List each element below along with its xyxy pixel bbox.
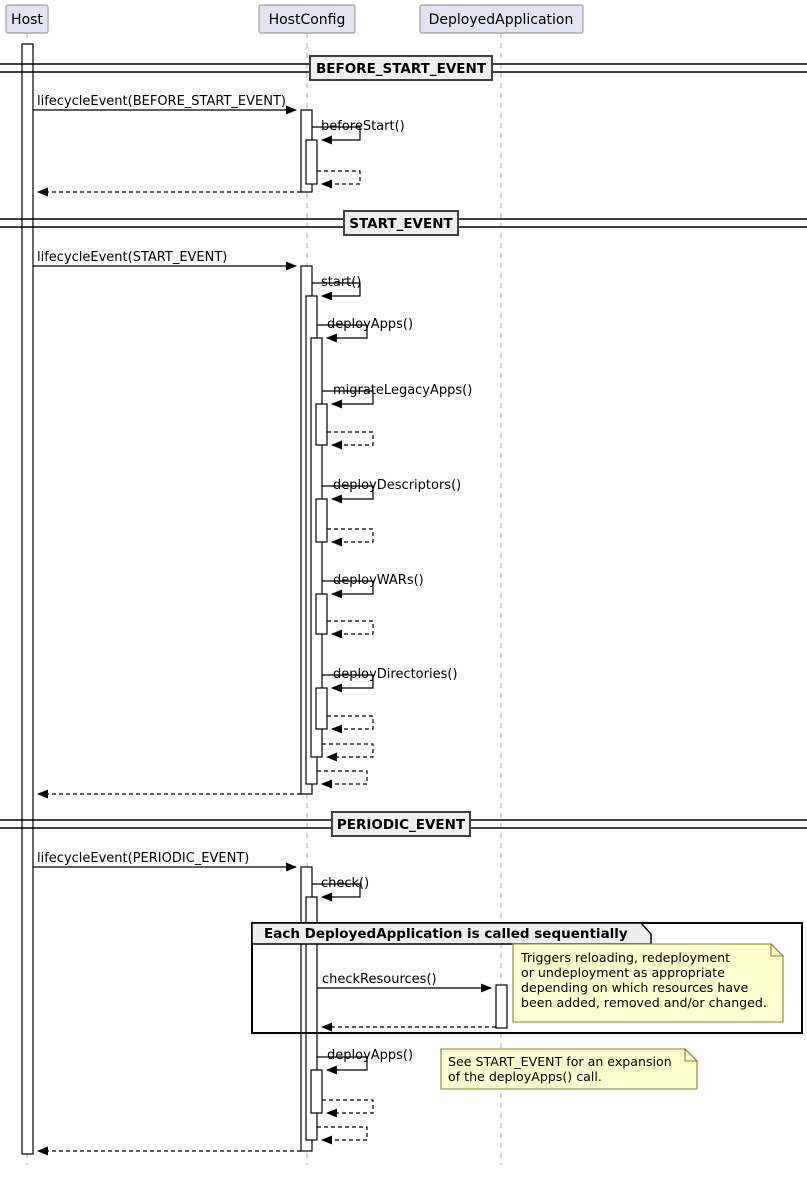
message-label-m23: deployApps() — [327, 1048, 413, 1063]
message-label-m2: beforeStart() — [321, 119, 405, 134]
message-lifecycleevent-before-start-event: lifecycleEvent(BEFORE_START_EVENT) — [33, 94, 297, 115]
message-migratelegacyapps-return — [327, 431, 374, 450]
note-deployapps: See START_EVENT for an expansion of the … — [440, 1047, 699, 1090]
participant-host[interactable]: Host — [5, 4, 49, 34]
message-label-m7: deployApps() — [327, 317, 413, 332]
note-line-1-2: depending on which resources have — [521, 980, 749, 995]
note-body-1 — [512, 943, 784, 1023]
message-check-return — [317, 1126, 368, 1145]
note-line-2-1: of the deployApps() call. — [448, 1069, 602, 1084]
message-label-m10: deployDescriptors() — [333, 478, 461, 493]
divider-label-periodic-event: PERIODIC_EVENT — [337, 817, 466, 833]
participant-box-hostconfig[interactable] — [258, 4, 356, 34]
message-checkresources: checkResources() — [317, 972, 492, 993]
activation-hostconfig-check — [305, 896, 318, 1141]
message-label-m8: migrateLegacyApps() — [333, 383, 472, 398]
divider-label-before-start-event: BEFORE_START_EVENT — [316, 61, 487, 77]
note-line-1-3: been added, removed and/or changed. — [521, 995, 767, 1010]
message-migratelegacyapps: migrateLegacyApps() — [322, 383, 472, 409]
group-each-deployedapplication: Each DeployedApplication is called seque… — [251, 922, 803, 1034]
message-label-m5: lifecycleEvent(START_EVENT) — [37, 250, 227, 265]
activation-deployapps-periodic — [310, 1069, 323, 1114]
message-label-m14: deployDirectories() — [333, 667, 458, 682]
message-label-m6: start() — [321, 275, 361, 290]
message-lifecycleevent-periodic-event: lifecycleEvent(PERIODIC_EVENT) — [33, 851, 297, 872]
message-deployapps-return-start — [322, 743, 374, 762]
group-frame-label: Each DeployedApplication is called seque… — [264, 926, 628, 942]
divider-box-start-event — [343, 210, 459, 236]
divider-box-before-start-event — [309, 55, 493, 81]
group-frame-tab — [251, 922, 652, 945]
message-beforestart-return — [317, 170, 361, 189]
divider-periodic-event: PERIODIC_EVENT — [0, 811, 807, 837]
participant-label-deployedapplication: DeployedApplication — [429, 12, 574, 28]
message-label-m21: checkResources() — [322, 972, 437, 987]
note-line-1-1: or undeployment as appropriate — [521, 965, 725, 980]
note-checkresources: Triggers reloading, redeployment or unde… — [512, 942, 785, 1023]
divider-label-start-event: START_EVENT — [349, 216, 453, 232]
message-label-m19: lifecycleEvent(PERIODIC_EVENT) — [37, 851, 249, 866]
message-deployapps-periodic-return — [322, 1099, 374, 1118]
activation-deploydirectories — [315, 687, 328, 730]
note-fold-1 — [770, 942, 785, 957]
activation-deployedapplication-checkresources — [495, 984, 508, 1029]
message-deployapps-start: deployApps() — [317, 317, 413, 343]
message-deploywars-return — [327, 620, 374, 639]
participant-label-hostconfig: HostConfig — [269, 12, 346, 28]
message-deploydirectories: deployDirectories() — [322, 667, 458, 693]
participant-label-host: Host — [11, 12, 43, 28]
message-deploydirectories-return — [327, 715, 374, 734]
activation-hostconfig-deployapps — [310, 337, 323, 758]
message-lifecycleevent-start-event: lifecycleEvent(START_EVENT) — [33, 250, 297, 271]
message-label-m12: deployWARs() — [333, 573, 424, 588]
message-label-m20: check() — [321, 876, 369, 891]
message-check: check() — [312, 876, 369, 902]
activation-deploywars — [315, 593, 328, 635]
note-line-2-0: See START_EVENT for an expansion — [448, 1054, 672, 1069]
note-body-2 — [440, 1048, 698, 1090]
activation-hostconfig-beforestart — [305, 139, 318, 185]
divider-before-start-event: BEFORE_START_EVENT — [0, 55, 807, 81]
message-start: start() — [312, 275, 361, 301]
activation-host — [21, 43, 34, 1155]
participant-box-deployedapplication[interactable] — [419, 4, 584, 34]
message-deploydescriptors-return — [327, 528, 374, 547]
activation-deploydescriptors — [315, 498, 328, 543]
message-start-return — [317, 770, 368, 789]
divider-box-periodic-event — [331, 811, 471, 837]
activation-migratelegacyapps — [315, 403, 328, 446]
message-deployapps-periodic: deployApps() — [317, 1048, 413, 1075]
message-label-m1: lifecycleEvent(BEFORE_START_EVENT) — [37, 94, 286, 109]
message-deploywars: deployWARs() — [322, 573, 424, 599]
divider-start-event: START_EVENT — [0, 210, 807, 236]
note-line-1-0: Triggers reloading, redeployment — [520, 950, 730, 965]
message-beforestart: beforeStart() — [312, 119, 405, 145]
participant-deployedapplication[interactable]: DeployedApplication — [419, 4, 584, 34]
participant-box-host[interactable] — [5, 4, 49, 34]
note-fold-2 — [684, 1047, 699, 1062]
message-deploydescriptors: deployDescriptors() — [322, 478, 461, 504]
participant-hostconfig[interactable]: HostConfig — [258, 4, 356, 34]
lifelines — [26, 33, 502, 1165]
